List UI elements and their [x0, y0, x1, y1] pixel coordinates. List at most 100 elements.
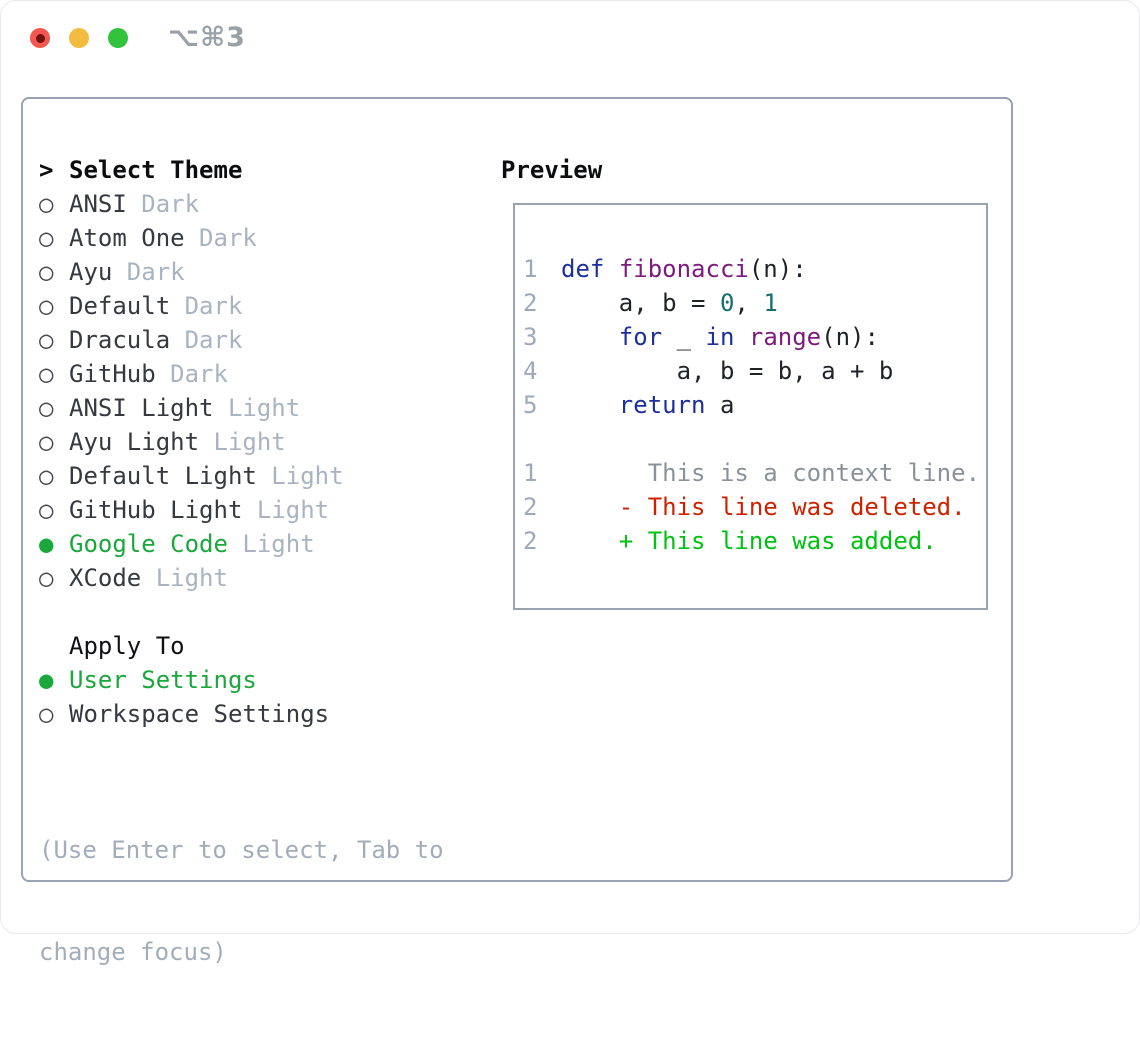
code-token: 0 [719, 289, 735, 317]
apply-to-title: Apply To [69, 632, 185, 660]
hint-line-2: change focus) [39, 938, 227, 966]
radio-icon: ○ [39, 190, 54, 218]
line-number: 3 [523, 323, 538, 351]
code-line: 2 a, b = 0, 1 [523, 286, 986, 320]
theme-name: Default [69, 292, 171, 320]
theme-option-github-light[interactable]: ○ GitHub Light Light [39, 493, 444, 527]
line-number: 5 [523, 391, 538, 419]
line-number: 4 [523, 357, 538, 385]
theme-name: Ayu [69, 258, 113, 286]
code-token: range [748, 323, 822, 351]
theme-variant-badge: Dark [126, 190, 200, 218]
theme-variant-badge: Light [213, 394, 301, 422]
theme-option-ayu-light[interactable]: ○ Ayu Light Light [39, 425, 444, 459]
hint-line-1: (Use Enter to select, Tab to [39, 836, 444, 864]
radio-icon: ○ [39, 462, 54, 490]
focus-cursor-icon: > [39, 156, 54, 184]
theme-option-github[interactable]: ○GitHub Dark [39, 357, 444, 391]
theme-option-atom-one[interactable]: ○ Atom One Dark [39, 221, 444, 255]
maximize-button[interactable] [108, 28, 128, 48]
apply-option-label: Workspace Settings [69, 700, 330, 728]
theme-variant-badge: Dark [112, 258, 185, 286]
theme-option-default[interactable]: ○Default Dark [39, 289, 444, 323]
theme-name: GitHub Light [69, 496, 243, 524]
radio-icon: ○ [39, 394, 54, 422]
theme-list-title: Select Theme [69, 156, 243, 184]
close-dot-icon [35, 33, 45, 43]
spacer [523, 422, 986, 456]
code-token: def [561, 255, 605, 283]
apply-option-label: User Settings [69, 666, 257, 694]
radio-icon: ○ [39, 258, 54, 286]
theme-variant-badge: Light [242, 496, 330, 524]
radio-icon: ○ [39, 496, 54, 524]
apply-to-options: ● User Settings ○ Workspace Settings [39, 663, 444, 731]
code-token [734, 323, 748, 351]
radio-icon: ○ [39, 700, 54, 728]
preview-title: Preview [501, 156, 603, 184]
spacer [39, 595, 444, 629]
code-token: fibonacci [618, 255, 749, 283]
code-token: a, b = [561, 289, 720, 317]
theme-name: GitHub [69, 360, 156, 388]
spacer [39, 731, 444, 765]
radio-icon: ○ [39, 428, 54, 456]
theme-name: Atom One [69, 224, 185, 252]
theme-name: Dracula [69, 326, 171, 354]
theme-option-ayu[interactable]: ○ Ayu Dark [39, 255, 444, 289]
radio-selected-icon: ● [39, 666, 54, 694]
line-number: 2 [523, 493, 538, 521]
diff-line-deletion: 2 - This line was deleted. [523, 490, 986, 524]
code-token: a [705, 391, 735, 419]
radio-selected-icon: ● [39, 530, 54, 558]
code-token: (n): [748, 255, 807, 283]
line-number: 2 [523, 289, 538, 317]
theme-option-ansi-light[interactable]: ○ ANSI Light Light [39, 391, 444, 425]
radio-icon: ○ [39, 360, 54, 388]
theme-variant-badge: Light [199, 428, 286, 456]
theme-option-google-code[interactable]: ● Google Code Light [39, 527, 444, 561]
window-title: ⌥⌘3 [168, 22, 246, 53]
theme-option-ansi[interactable]: ○ ANSI Dark [39, 187, 444, 221]
theme-variant-badge: Light [141, 564, 228, 592]
close-button[interactable] [30, 28, 50, 48]
code-token: _ [662, 323, 706, 351]
theme-option-xcode[interactable]: ○XCode Light [39, 561, 444, 595]
theme-name: ANSI Light [69, 394, 214, 422]
theme-list-header: > Select Theme [39, 153, 444, 187]
code-token [561, 323, 619, 351]
theme-variant-badge: Dark [184, 224, 257, 252]
code-line: 1 def fibonacci(n): [523, 252, 986, 286]
code-token: in [705, 323, 735, 351]
apply-to-indent [39, 632, 69, 660]
code-token: for [618, 323, 663, 351]
code-line: 5 return a [523, 388, 986, 422]
theme-option-dracula[interactable]: ○Dracula Dark [39, 323, 444, 357]
code-line: 4 a, b = b, a + b [523, 354, 986, 388]
minimize-button[interactable] [69, 28, 89, 48]
theme-name: XCode [69, 564, 142, 592]
radio-icon: ○ [39, 292, 54, 320]
code-line: 3 for _ in range(n): [523, 320, 986, 354]
diff-line-context: 1 This is a context line. [523, 456, 986, 490]
keyboard-hint: (Use Enter to select, Tab to change focu… [39, 765, 444, 1037]
apply-option-workspace-settings[interactable]: ○ Workspace Settings [39, 697, 444, 731]
theme-variant-badge: Light [227, 530, 315, 558]
line-number: 1 [523, 459, 538, 487]
code-token: (n): [821, 323, 879, 351]
theme-option-default-light[interactable]: ○Default Light Light [39, 459, 444, 493]
code-token [604, 255, 618, 283]
apply-option-user-settings[interactable]: ● User Settings [39, 663, 444, 697]
code-token: a, b = b, a + b [561, 357, 894, 385]
line-number: 1 [523, 255, 538, 283]
app-window: ⌥⌘3 > Select Theme ○ ANSI Dark ○ Atom One Da… [0, 0, 1140, 966]
theme-name: Google Code [69, 530, 228, 558]
diff-line-addition: 2 + This line was added. [523, 524, 986, 558]
diff-text: + This line was added. [561, 527, 937, 555]
apply-to-header: Apply To [39, 629, 444, 663]
radio-icon: ○ [39, 224, 54, 252]
theme-name: ANSI [69, 190, 127, 218]
theme-name: Ayu Light [69, 428, 200, 456]
